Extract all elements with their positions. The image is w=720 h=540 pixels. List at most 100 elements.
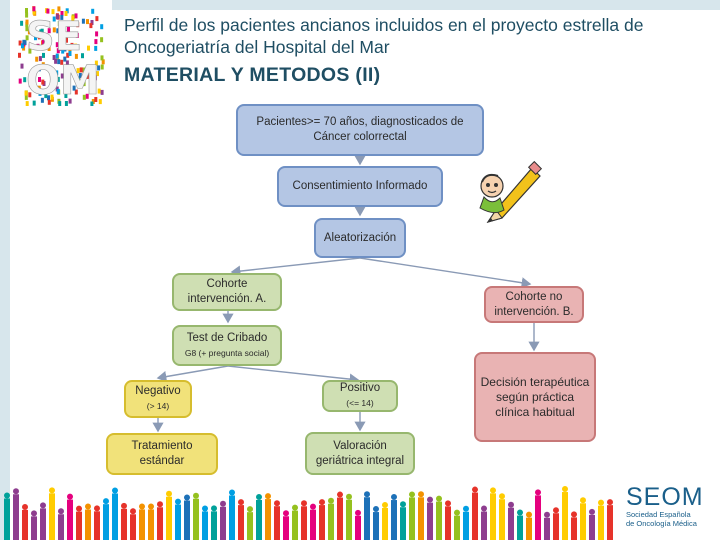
node-valoracion: Valoración geriátrica integral bbox=[305, 432, 415, 475]
seom-logo-line2: de Oncología Médica bbox=[626, 519, 718, 528]
node-tratamiento-label: Tratamiento estándar bbox=[112, 439, 212, 469]
crowd-figure bbox=[562, 486, 568, 540]
crowd-figure bbox=[22, 504, 28, 540]
arrow-test-positivo bbox=[228, 366, 358, 380]
node-cohorte-b: Cohorte no intervención. B. bbox=[484, 286, 584, 323]
crowd-figure bbox=[607, 499, 613, 540]
crowd-figure bbox=[373, 506, 379, 540]
pencil-character-icon bbox=[466, 160, 542, 230]
crowd-figure bbox=[589, 509, 595, 540]
node-pacientes: Pacientes>= 70 años, diagnosticados de C… bbox=[236, 104, 484, 156]
seom-logo-word: SEOM bbox=[626, 484, 718, 510]
node-test-cribado-label: Test de Cribado bbox=[187, 331, 268, 346]
crowd-figure bbox=[382, 502, 388, 540]
crowd-figure bbox=[400, 501, 406, 540]
crowd-figure bbox=[346, 494, 352, 540]
node-negativo-sub: (> 14) bbox=[147, 399, 169, 414]
crowd-figure bbox=[175, 499, 181, 540]
node-aleatorizacion-label: Aleatorización bbox=[324, 231, 396, 246]
crowd-figure bbox=[157, 501, 163, 540]
crowd-figure bbox=[193, 493, 199, 540]
crowd-figure bbox=[103, 498, 109, 540]
crowd-figure bbox=[274, 500, 280, 540]
node-decision: Decisión terapéutica según práctica clín… bbox=[474, 352, 596, 442]
crowd-figure bbox=[409, 491, 415, 540]
node-decision-label: Decisión terapéutica según práctica clín… bbox=[480, 375, 590, 420]
crowd-figure bbox=[76, 506, 82, 540]
crowd-figure bbox=[31, 510, 37, 540]
crowd-figure bbox=[571, 511, 577, 540]
seom-footer-logo: SEOM Sociedad Española de Oncología Médi… bbox=[626, 484, 718, 528]
node-cohorte-a: Cohorte intervención. A. bbox=[172, 273, 282, 311]
crowd-figure bbox=[4, 492, 10, 540]
crowd-figure bbox=[49, 487, 55, 540]
node-tratamiento: Tratamiento estándar bbox=[106, 433, 218, 475]
node-positivo-sub: (<= 14) bbox=[346, 396, 373, 411]
crowd-figure bbox=[13, 488, 19, 540]
crowd-figure bbox=[598, 500, 604, 540]
crowd-figure bbox=[148, 503, 154, 540]
crowd-figure bbox=[553, 507, 559, 540]
crowd-figure bbox=[121, 503, 127, 540]
crowd-figure bbox=[508, 502, 514, 540]
arrow-aleatorizacion-cohorte-a bbox=[232, 258, 360, 272]
node-positivo: Positivo (<= 14) bbox=[322, 380, 398, 412]
crowd-figure bbox=[310, 504, 316, 540]
seom-logo-line1: Sociedad Española bbox=[626, 510, 718, 519]
crowd-figure bbox=[67, 494, 73, 540]
crowd-figure bbox=[445, 500, 451, 540]
crowd-figure bbox=[166, 491, 172, 540]
crowd-figure bbox=[472, 487, 478, 540]
crowd-figure bbox=[499, 493, 505, 540]
crowd-figure bbox=[292, 505, 298, 540]
crowd-figure bbox=[94, 505, 100, 540]
crowd-figure bbox=[544, 512, 550, 540]
crowd-figure bbox=[535, 489, 541, 540]
node-consentimiento-label: Consentimiento Informado bbox=[293, 179, 428, 194]
crowd-figure bbox=[355, 510, 361, 540]
crowd-figure bbox=[256, 494, 262, 540]
crowd-figure bbox=[526, 512, 532, 540]
crowd-figure bbox=[184, 495, 190, 540]
node-positivo-label: Positivo bbox=[340, 381, 380, 396]
crowd-figure bbox=[211, 505, 217, 540]
arrow-test-negativo bbox=[158, 366, 228, 378]
crowd-figure bbox=[517, 510, 523, 540]
crowd-figure bbox=[265, 493, 271, 540]
node-cohorte-b-label: Cohorte no intervención. B. bbox=[490, 290, 578, 320]
crowd-figure bbox=[301, 500, 307, 540]
crowd-figure bbox=[130, 508, 136, 540]
crowd-figure bbox=[283, 510, 289, 540]
crowd-figure bbox=[229, 489, 235, 540]
crowd-figure bbox=[337, 492, 343, 540]
crowd-figure bbox=[328, 498, 334, 540]
crowd-figure bbox=[391, 494, 397, 540]
node-valoracion-label: Valoración geriátrica integral bbox=[311, 439, 409, 469]
crowd-figure bbox=[364, 491, 370, 540]
crowd-figure bbox=[40, 502, 46, 540]
node-aleatorizacion: Aleatorización bbox=[314, 218, 406, 258]
arrow-aleatorizacion-cohorte-b bbox=[360, 258, 530, 284]
node-pacientes-label: Pacientes>= 70 años, diagnosticados de C… bbox=[242, 115, 478, 145]
node-negativo-label: Negativo bbox=[135, 384, 180, 399]
crowd-figure bbox=[463, 506, 469, 540]
crowd-figure bbox=[202, 505, 208, 540]
node-test-cribado: Test de Cribado G8 (+ pregunta social) bbox=[172, 325, 282, 366]
crowd-figure bbox=[58, 508, 64, 540]
crowd-figure bbox=[436, 496, 442, 540]
crowd-figure bbox=[85, 504, 91, 540]
crowd-figure bbox=[481, 506, 487, 540]
crowd-figure bbox=[238, 499, 244, 540]
crowd-figure bbox=[418, 491, 424, 540]
crowd-figure bbox=[139, 503, 145, 540]
crowd-figure bbox=[490, 487, 496, 540]
node-test-cribado-sub: G8 (+ pregunta social) bbox=[185, 346, 269, 361]
crowd-figure bbox=[580, 497, 586, 540]
crowd-figure bbox=[220, 501, 226, 540]
node-cohorte-a-label: Cohorte intervención. A. bbox=[178, 277, 276, 307]
crowd-decoration bbox=[0, 484, 620, 540]
node-consentimiento: Consentimiento Informado bbox=[277, 166, 443, 207]
crowd-figure bbox=[247, 506, 253, 540]
crowd-figure bbox=[112, 487, 118, 540]
crowd-figure bbox=[454, 510, 460, 540]
